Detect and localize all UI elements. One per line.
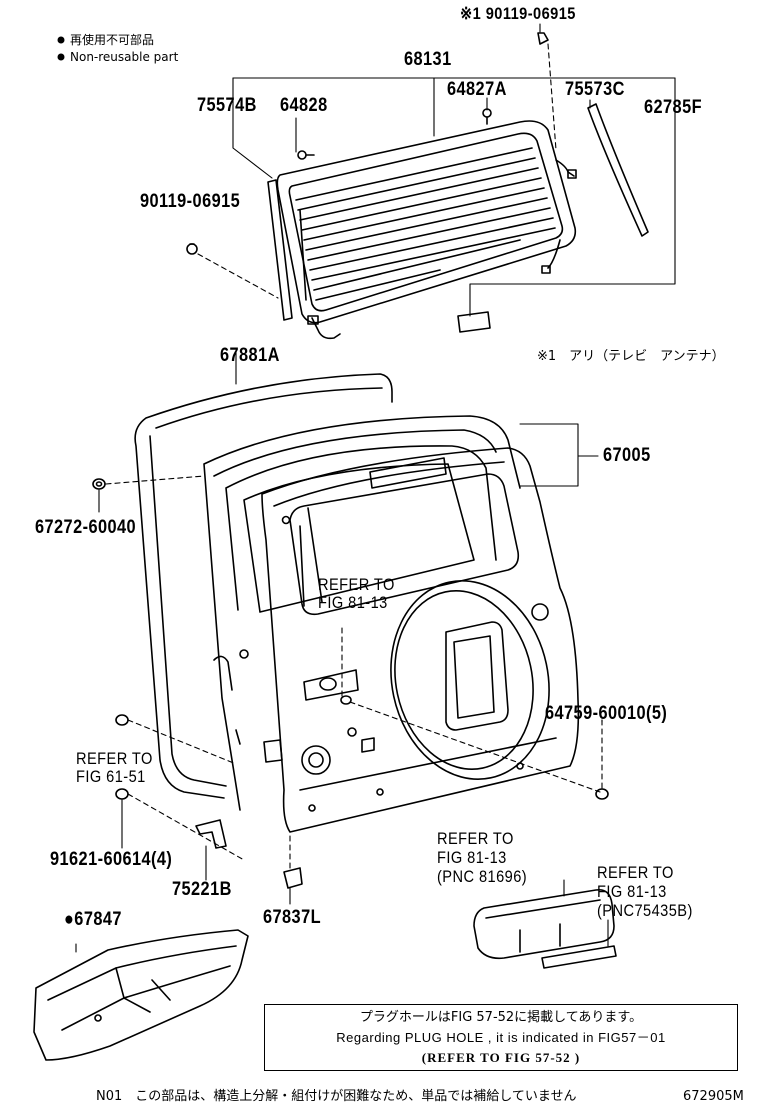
legend-jp: 再使用不可部品 — [70, 33, 155, 47]
part-label-67005[interactable]: 67005 — [603, 445, 651, 466]
tail-light — [473, 888, 615, 960]
part-label-75574B[interactable]: 75574B — [197, 95, 257, 116]
refer-label-3c[interactable]: (PNC 81696) — [437, 867, 528, 886]
part-label-62785F[interactable]: 62785F — [644, 97, 703, 118]
hinge — [195, 819, 227, 849]
footnote-antenna: ※1 アリ（テレビ アンテナ） — [537, 349, 725, 364]
legend-en: Non-reusable part — [70, 50, 179, 64]
refer-label-2b[interactable]: FIG 61-51 — [76, 767, 146, 786]
refer-label-1b[interactable]: FIG 81-13 — [318, 593, 388, 612]
clip-67837L — [283, 867, 303, 889]
illustration-code: 672905M — [683, 1089, 744, 1104]
label-plate — [457, 311, 491, 333]
part-label-64828[interactable]: 64828 — [280, 95, 328, 116]
part-label-64759[interactable]: 64759-60010(5) — [545, 703, 668, 724]
part-label-68131[interactable]: 68131 — [404, 49, 452, 70]
part-label-64827A[interactable]: 64827A — [447, 79, 507, 100]
back-window-glass — [276, 120, 577, 340]
refer-label-4b[interactable]: FIG 81-13 — [597, 882, 667, 901]
glass-clips — [186, 32, 549, 255]
back-door — [203, 415, 580, 833]
refer-label-3a[interactable]: REFER TO — [437, 829, 514, 848]
moulding-left — [267, 179, 293, 321]
refer-label-1a[interactable]: REFER TO — [318, 575, 395, 594]
part-label-75573C[interactable]: 75573C — [565, 79, 625, 100]
refer-label-4c[interactable]: (PNC75435B) — [597, 901, 693, 920]
reflector-strip — [541, 945, 617, 969]
leader-lines-top — [232, 23, 676, 317]
refer-label-2a[interactable]: REFER TO — [76, 749, 153, 768]
part-label-67847[interactable]: ●67847 — [64, 909, 122, 930]
dashed-lines-top — [197, 43, 557, 299]
part-label-75221B[interactable]: 75221B — [172, 879, 232, 900]
note-line-refer: (REFER TO FIG 57-52 ) — [421, 1050, 581, 1065]
part-label-67881A[interactable]: 67881A — [220, 345, 280, 366]
insulator — [33, 929, 249, 1061]
note-line-en: Regarding PLUG HOLE , it is indicated in… — [336, 1030, 666, 1045]
moulding-right — [587, 103, 649, 237]
leader-67005 — [519, 423, 599, 487]
note-line-jp: プラグホールはFIG 57-52に掲載してあります。 — [359, 1010, 643, 1025]
legend-bullet-en — [57, 53, 65, 61]
part-label-67837L[interactable]: 67837L — [263, 907, 322, 928]
part-label-90119[interactable]: 90119-06915 — [140, 191, 241, 212]
dashed-lines-door — [105, 475, 603, 869]
footer-note: N01 この部品は、構造上分解・組付けが困難なため、単品では補給していません — [96, 1089, 577, 1104]
part-label-67272[interactable]: 67272-60040 — [35, 517, 137, 538]
plug-hole-note-box: プラグホールはFIG 57-52に掲載してあります。 Regarding PLU… — [264, 1004, 738, 1071]
leader-lines-door — [98, 489, 603, 905]
part-label-91621[interactable]: 91621-60614(4) — [50, 849, 173, 870]
refer-label-3b[interactable]: FIG 81-13 — [437, 848, 507, 867]
legend-bullet-jp — [57, 36, 65, 44]
refer-label-4a[interactable]: REFER TO — [597, 863, 674, 882]
weatherstrip — [134, 373, 393, 799]
part-label-90119-note[interactable]: ※1 90119-06915 — [460, 4, 576, 23]
